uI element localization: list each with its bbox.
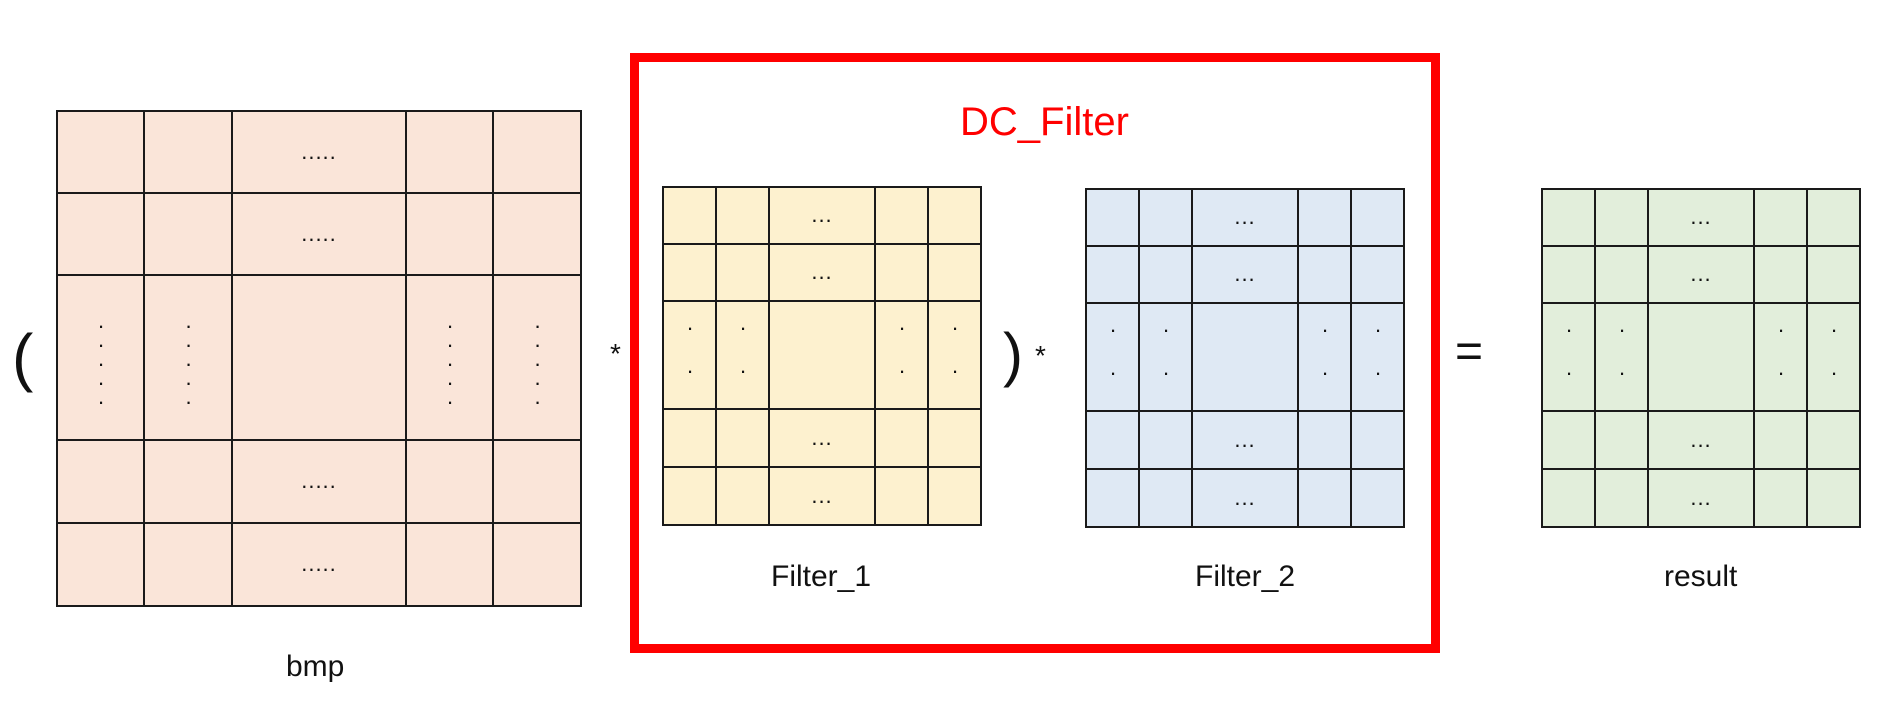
vdots: .. [1768, 311, 1794, 398]
vdots: .. [677, 309, 703, 396]
vdots: ..... [437, 307, 463, 403]
hdots: ..... [301, 468, 337, 493]
hdots: ... [1690, 261, 1712, 286]
close-paren: ) [1003, 321, 1023, 388]
equals-operator: = [1455, 325, 1484, 378]
vdots: .. [1556, 311, 1582, 398]
vdots: .. [730, 309, 756, 396]
multiply-operator: * [1035, 340, 1046, 371]
hdots: ... [1690, 426, 1712, 452]
hdots: ... [811, 202, 833, 227]
open-paren: ( [12, 321, 34, 393]
vdots: ..... [176, 307, 201, 403]
vdots: ..... [88, 307, 114, 403]
bmp-label: bmp [286, 650, 345, 683]
bmp-matrix: ..... ..... ..... ..... ..... ..... ....… [56, 110, 582, 607]
vdots: .. [1821, 311, 1847, 398]
vdots: .. [1609, 311, 1635, 398]
vdots: ..... [525, 307, 550, 403]
hdots: ... [1234, 484, 1256, 510]
vdots: .. [1312, 311, 1338, 398]
hdots: ..... [301, 220, 337, 246]
filter-2-matrix: ... ... .. .. .. .. ... ... [1085, 188, 1405, 528]
filter-2-label: Filter_2 [1195, 560, 1296, 593]
hdots: ..... [301, 138, 337, 164]
dc-filter-title: DC_Filter [960, 100, 1129, 144]
vdots: .. [889, 309, 915, 396]
vdots: .. [1365, 311, 1391, 398]
vdots: .. [1153, 311, 1179, 398]
dc-filter-box [630, 53, 1440, 653]
hdots: ... [1234, 204, 1256, 229]
vdots: .. [1100, 311, 1126, 398]
hdots: ... [811, 482, 833, 508]
hdots: ..... [301, 551, 337, 576]
result-matrix: ... ... .. .. .. .. ... ... [1541, 188, 1861, 528]
vdots: .. [942, 309, 968, 396]
hdots: ... [811, 259, 833, 284]
hdots: ... [1690, 484, 1712, 510]
hdots: ... [811, 424, 833, 450]
result-label: result [1664, 560, 1738, 593]
hdots: ... [1234, 426, 1256, 452]
hdots: ... [1234, 261, 1256, 286]
hdots: ... [1690, 204, 1712, 229]
filter-1-label: Filter_1 [771, 560, 872, 593]
filter-1-matrix: ... ... .. .. .. .. ... ... [662, 186, 982, 526]
multiply-operator: * [610, 338, 621, 369]
